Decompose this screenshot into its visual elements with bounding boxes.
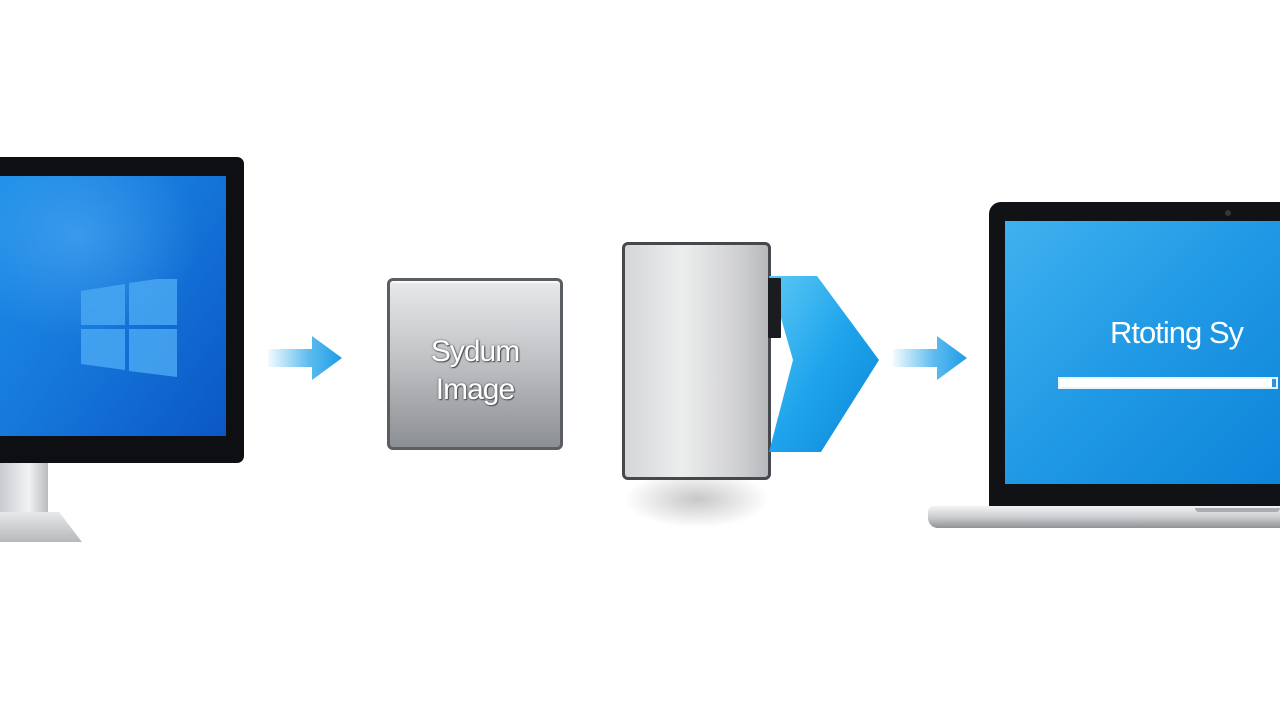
flow-arrow-right-icon <box>268 336 342 380</box>
restore-progress-fill <box>1060 379 1272 387</box>
laptop-notch <box>1195 508 1280 512</box>
webcam-icon <box>1225 210 1231 216</box>
monitor-stand-neck <box>0 463 48 515</box>
desktop-monitor <box>0 157 244 463</box>
windows-logo-icon <box>81 279 177 377</box>
drive-port <box>768 278 781 338</box>
monitor-stand-base <box>0 512 82 542</box>
external-drive-icon <box>622 242 771 480</box>
drive-shadow <box>624 480 770 528</box>
flow-arrow-right-icon <box>893 336 967 380</box>
restore-progress-bar <box>1058 377 1278 389</box>
chevron-right-icon <box>769 276 879 452</box>
monitor-screen <box>0 176 226 436</box>
restore-status-text: Rtoting Sy <box>1110 315 1244 350</box>
system-image-box: Sydum Image <box>387 278 563 450</box>
system-image-label: Sydum Image <box>430 335 520 406</box>
laptop-screen: Rtoting Sy <box>1005 221 1280 484</box>
laptop-base <box>928 506 1280 528</box>
